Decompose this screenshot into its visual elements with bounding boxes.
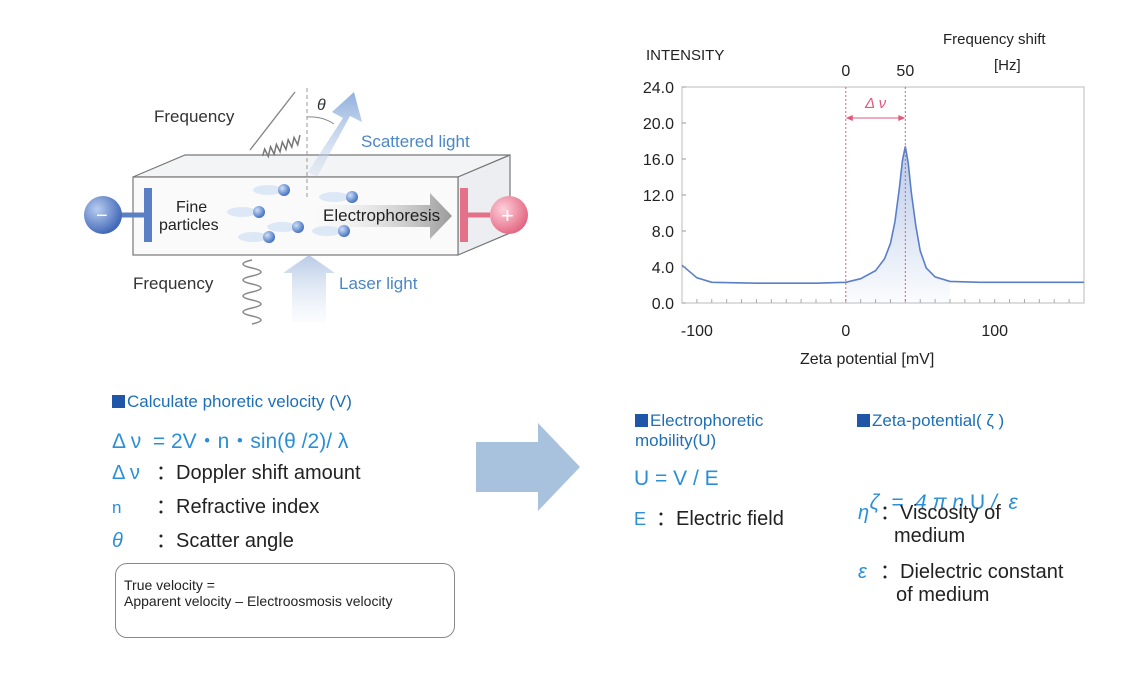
y-axis-title: INTENSITY <box>646 47 724 64</box>
intensity-curve <box>681 146 1084 285</box>
def-viscosity: η ：Viscosity of medium <box>858 502 1001 548</box>
particle <box>312 225 350 237</box>
frequency-top-label: Frequency <box>154 107 235 126</box>
negative-electrode <box>84 196 122 234</box>
calc-title-text: Calculate phoretic velocity (V) <box>127 392 352 411</box>
particle <box>319 191 358 203</box>
zeta-title-text: Zeta-potential( ζ ) <box>872 411 1005 430</box>
negative-sign: − <box>96 205 108 227</box>
top-tick-label: 50 <box>896 63 914 80</box>
def-dielectric-colon: ： <box>880 561 900 583</box>
zeta-formula-tail: / ε <box>990 491 1018 514</box>
peak-shading <box>845 146 950 303</box>
def-doppler-colon: ： <box>156 462 176 484</box>
top-axis-title-line2: [Hz] <box>994 57 1021 74</box>
spectrum-chart: INTENSITY Frequency shift [Hz] Zeta pote… <box>643 31 1085 368</box>
x-tick-label: 0 <box>841 323 850 340</box>
y-tick-label: 24.0 <box>643 80 674 97</box>
note-line2: Apparent velocity – Electroosmosis veloc… <box>124 593 393 609</box>
def-scatter-colon: ： <box>156 530 176 552</box>
delta-arrow-head-left <box>845 115 853 121</box>
def-refractive: n ：Refractive index <box>112 490 319 519</box>
zeta-title: Zeta-potential( ζ ) <box>857 411 1004 431</box>
y-tick-label: 4.0 <box>652 260 674 277</box>
def-electric-field-sym: E <box>634 509 647 529</box>
mobility-title-line1: Electrophoretic <box>650 411 764 430</box>
def-electric-field-text: Electric field <box>676 508 784 530</box>
doppler-formula: Δ ν = 2V・n・sin(θ /2)/ λ <box>112 430 349 453</box>
calc-title: Calculate phoretic velocity (V) <box>112 392 352 412</box>
zeta-formula: ζ = 4 π η U / ε <box>858 467 1018 515</box>
positive-electrode <box>490 196 528 234</box>
zeta-formula-u: U <box>969 491 986 514</box>
note-line1: True velocity = <box>124 577 215 593</box>
def-viscosity-line2: medium <box>894 525 966 547</box>
fine-label: Fine <box>176 199 207 216</box>
particles-label: particles <box>159 217 219 234</box>
top-axis-title-line1: Frequency shift <box>943 31 1046 48</box>
scattered-frequency-coil <box>249 91 296 151</box>
apparatus-diagram: θ − + Frequency Scattered light Fine par… <box>84 88 528 325</box>
delta-nu-label: Δ ν <box>864 95 887 112</box>
def-refractive-sym: n <box>112 498 122 517</box>
laser-frequency-wave <box>242 259 262 325</box>
calc-title-square <box>112 395 125 408</box>
def-doppler-text: Doppler shift amount <box>176 462 361 484</box>
x-axis-title: Zeta potential [mV] <box>800 351 934 368</box>
def-refractive-text: Refractive index <box>176 496 320 518</box>
particle <box>238 231 275 243</box>
def-scatter: θ ：Scatter angle <box>112 524 294 553</box>
def-dielectric-line1: Dielectric constant <box>900 561 1064 583</box>
def-viscosity-line1: Viscosity of <box>900 502 1001 524</box>
def-refractive-colon: ： <box>156 496 176 518</box>
positive-electrode-plate <box>460 188 468 242</box>
positive-sign: + <box>501 203 514 228</box>
chart-marks: 0.0 4.0 8.0 12.0 16.0 20.0 24.0 -100 0 100 0 50 Δ ν <box>643 63 1084 340</box>
x-tick-label: -100 <box>681 323 713 340</box>
x-tick-label: 100 <box>981 323 1008 340</box>
true-velocity-note: True velocity = Apparent velocity – Elec… <box>115 563 455 638</box>
zeta-formula-rest: = 4 π η <box>891 491 965 514</box>
y-tick-label: 12.0 <box>643 188 674 205</box>
mobility-formula: U = V / E <box>634 467 719 490</box>
laser-light-label: Laser light <box>339 274 418 293</box>
mobility-title-line2: mobility(U) <box>635 431 717 450</box>
def-dielectric: ε ：Dielectric constant of medium <box>858 561 1063 607</box>
y-tick-label: 0.0 <box>652 296 674 313</box>
zeta-formula-zeta: ζ <box>869 491 880 514</box>
frequency-bottom-label: Frequency <box>133 274 214 293</box>
theta-label: θ <box>317 97 326 114</box>
mobility-title: Electrophoretic mobility(U) <box>635 411 763 451</box>
def-viscosity-colon: ： <box>880 502 900 524</box>
delta-arrow-head-right <box>898 115 906 121</box>
def-dielectric-sym: ε <box>858 561 867 583</box>
mobility-title-square <box>635 414 648 427</box>
scattered-frequency-wave <box>261 134 301 159</box>
particle <box>253 184 290 196</box>
def-doppler-sym: Δ ν <box>112 462 140 484</box>
flow-arrow <box>476 423 580 511</box>
zeta-title-square <box>857 414 870 427</box>
y-tick-label: 16.0 <box>643 152 674 169</box>
def-electric-field: E ：Electric field <box>634 502 784 531</box>
fine-particles <box>227 184 358 243</box>
def-electric-field-colon: ： <box>656 508 676 530</box>
laser-light-arrow <box>283 255 335 322</box>
electrophoresis-arrow <box>300 193 452 239</box>
particle <box>227 206 265 218</box>
scattered-light-arrow <box>308 92 362 177</box>
top-tick-label: 0 <box>841 63 850 80</box>
def-scatter-sym: θ <box>112 530 123 552</box>
y-tick-label: 8.0 <box>652 224 674 241</box>
def-viscosity-sym: η <box>858 502 870 524</box>
particle <box>267 221 304 233</box>
def-doppler: Δ ν ：Doppler shift amount <box>112 456 361 485</box>
theta-arc <box>306 116 335 125</box>
def-dielectric-line2: of medium <box>896 584 990 606</box>
electrophoresis-label: Electrophoresis <box>323 206 440 225</box>
scattered-light-label: Scattered light <box>361 132 470 151</box>
y-tick-label: 20.0 <box>643 116 674 133</box>
def-scatter-text: Scatter angle <box>176 530 294 552</box>
negative-electrode-plate <box>144 188 152 242</box>
